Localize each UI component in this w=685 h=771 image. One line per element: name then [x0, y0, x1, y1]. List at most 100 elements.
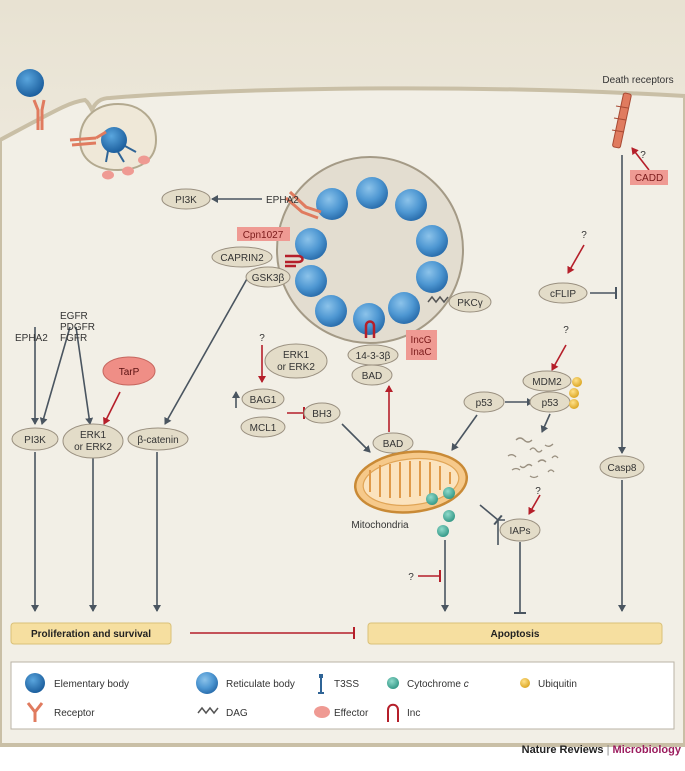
legend-dag: DAG — [226, 708, 248, 719]
arrow-bh3-mito — [341, 423, 371, 453]
bag1-label: BAG1 — [250, 395, 277, 406]
mitochondrion — [353, 450, 469, 514]
dag-icon — [197, 706, 219, 715]
journal-section: Microbiology — [612, 744, 681, 756]
inhibit-mito-iaps — [479, 504, 503, 526]
node-14-3-3b: 14-3-3β — [347, 344, 399, 366]
cytochrome-c-icon — [443, 510, 455, 522]
proliferation-label: Proliferation and survival — [31, 629, 151, 640]
plasma-membrane — [0, 86, 685, 747]
legend-inc: Inc — [407, 708, 420, 719]
legend-reticulate-body: Reticulate body — [226, 679, 295, 690]
node-tarp: TarP — [102, 356, 156, 386]
receptor-icon — [69, 130, 107, 147]
q-bag1-label: ? — [259, 333, 265, 344]
bh3-label: BH3 — [312, 409, 332, 420]
pdgfr-label: PDGFR — [60, 322, 95, 333]
reticulate-body-icon — [388, 292, 420, 324]
node-bh3: BH3 — [303, 402, 341, 424]
node-p53-right: p53 — [529, 391, 571, 413]
tarp-label: TarP — [119, 367, 140, 378]
elementary-body-icon — [16, 69, 44, 97]
q-iaps-label: ? — [535, 486, 541, 497]
arrow-tarp-erk — [103, 391, 121, 425]
outcome-proliferation: Proliferation and survival — [10, 622, 172, 645]
node-mcl1: MCL1 — [240, 416, 286, 438]
cytochrome-c-icon — [443, 487, 455, 499]
inclusion — [276, 156, 464, 344]
q-cflip-label: ? — [581, 230, 587, 241]
arrow-cadd-receptor — [631, 147, 650, 171]
p53-right-label: p53 — [542, 398, 559, 409]
node-pi3k-left: PI3K — [11, 427, 59, 451]
footer-separator: | — [606, 744, 610, 756]
inc-icon — [387, 703, 399, 722]
t3ss-icon — [105, 145, 137, 163]
epha2-left-label: EPHA2 — [15, 333, 48, 344]
dag-icon — [427, 295, 449, 304]
t3ss-icon — [318, 674, 324, 694]
iaps-label: IAPs — [509, 526, 530, 537]
fgfr-label: FGFR — [60, 333, 87, 344]
ubiquitin-icon — [569, 399, 579, 409]
q-apop-label: ? — [408, 572, 414, 583]
erk12-mid-line1: ERK1 — [283, 350, 310, 361]
inc-icon — [364, 320, 376, 338]
arrow-q-cflip — [567, 244, 585, 274]
arrow-caprin2-bcatenin — [164, 269, 253, 425]
node-bad-mid: BAD — [372, 432, 414, 454]
effector-icon — [138, 155, 150, 165]
effector-icon — [102, 170, 114, 180]
receptor-icon — [32, 99, 46, 130]
cytochrome-c-icon — [426, 493, 438, 505]
node-bag1: BAG1 — [241, 388, 285, 410]
node-mdm2: MDM2 — [522, 370, 572, 392]
journal-name: Nature Reviews — [521, 744, 604, 756]
node-bad-top: BAD — [351, 364, 393, 386]
cadd-label: CADD — [635, 173, 663, 184]
elementary-body-icon — [25, 673, 45, 693]
arrow-egfr-erk — [75, 326, 94, 425]
elementary-body-icon — [101, 127, 127, 153]
reticulate-body-icon — [416, 225, 448, 257]
legend-ubiquitin: Ubiquitin — [538, 679, 577, 690]
incg-label: IncG — [410, 335, 431, 346]
reticulate-body-icon — [353, 303, 385, 335]
mcl1-label: MCL1 — [250, 423, 277, 434]
inc-icon — [285, 254, 304, 268]
mdm2-label: MDM2 — [532, 377, 562, 388]
legend: Elementary body Reticulate body T3SS Cyt… — [10, 661, 675, 730]
effector-icon — [122, 166, 134, 176]
journal-footer: Nature Reviews | Microbiology — [0, 744, 685, 766]
ubiquitin-icon — [572, 377, 582, 387]
node-p53-left: p53 — [463, 391, 505, 413]
outcome-apoptosis: Apoptosis — [367, 622, 663, 645]
cadd-box — [630, 170, 668, 185]
b1433-label: 14-3-3β — [356, 351, 391, 362]
pkcg-label: PKCγ — [457, 298, 483, 309]
receptor-icon — [285, 190, 322, 220]
node-caprin2: CAPRIN2 — [211, 246, 273, 268]
reticulate-body-icon — [416, 261, 448, 293]
arrow-p53-degradation — [540, 413, 551, 433]
epha2-top-label: EPHA2 — [266, 195, 299, 206]
ubiquitin-icon — [520, 678, 530, 688]
apoptosis-label: Apoptosis — [491, 629, 540, 640]
legend-cytochrome-c: Cytochrome c — [407, 679, 469, 690]
ubiquitin-icon — [569, 388, 579, 398]
reticulate-bodies — [295, 177, 448, 335]
node-pi3k-top: PI3K — [161, 188, 211, 210]
bad-top-label: BAD — [362, 371, 383, 382]
receptor-icon — [26, 702, 44, 722]
arrow-p53-mito — [451, 414, 478, 451]
arrow-q-iaps — [528, 494, 541, 515]
mitochondria-label: Mitochondria — [351, 520, 409, 531]
caprin2-label: CAPRIN2 — [220, 253, 264, 264]
pi3k-top-label: PI3K — [175, 195, 197, 206]
cytochrome-c-icon — [387, 677, 399, 689]
nodes: PI3K EPHA2 Cpn1027 CAPRIN2 GSK3β PKCγ De… — [11, 75, 674, 583]
incg-inac-box — [406, 330, 437, 360]
legend-t3ss: T3SS — [334, 679, 359, 690]
